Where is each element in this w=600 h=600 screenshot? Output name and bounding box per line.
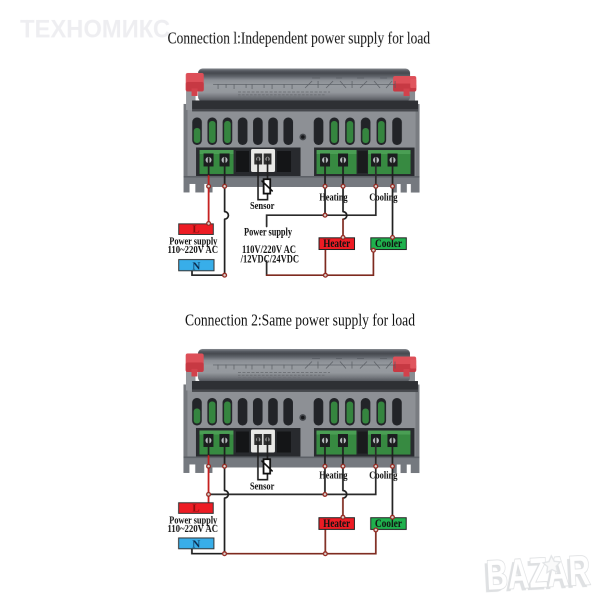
svg-text:N: N: [192, 260, 200, 272]
svg-text:110~220V AC: 110~220V AC: [168, 245, 219, 256]
svg-text:L: L: [192, 503, 199, 515]
svg-text:110~220V AC: 110~220V AC: [167, 524, 218, 535]
svg-text:BAZAR: BAZAR: [482, 549, 588, 600]
svg-text:Sensor: Sensor: [250, 481, 275, 492]
svg-text:BAZAR: BAZAR: [485, 546, 591, 598]
svg-text:Power supply: Power supply: [169, 236, 218, 247]
svg-text:Heater: Heater: [323, 518, 350, 530]
svg-text:Cooling: Cooling: [369, 193, 398, 204]
svg-text:ТЕХНОМИКС: ТЕХНОМИКС: [20, 15, 170, 43]
svg-text:Connection 2:Same power supply: Connection 2:Same power supply for load: [185, 310, 416, 329]
svg-text:Cooler: Cooler: [375, 518, 402, 530]
svg-text:Heating: Heating: [319, 471, 348, 482]
svg-text:Connection l:Independent power: Connection l:Independent power supply fo…: [168, 28, 431, 47]
svg-text:L: L: [192, 224, 199, 236]
svg-text:110V/220V AC: 110V/220V AC: [242, 244, 296, 256]
svg-text:Heater: Heater: [323, 238, 350, 250]
svg-text:Sensor: Sensor: [250, 201, 275, 212]
svg-text:Power supply: Power supply: [169, 515, 218, 526]
svg-text:Heating: Heating: [319, 193, 348, 204]
svg-text:Power supply: Power supply: [244, 226, 292, 238]
svg-text:Cooler: Cooler: [375, 238, 402, 250]
svg-text:/12VDC/24VDC: /12VDC/24VDC: [240, 253, 299, 265]
svg-text:Cooling: Cooling: [369, 471, 398, 482]
svg-text:N: N: [192, 538, 200, 550]
